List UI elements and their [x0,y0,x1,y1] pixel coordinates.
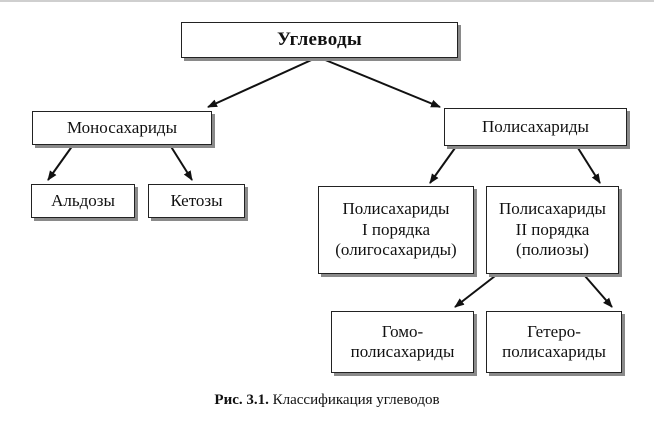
node-carbohydrates: Углеводы [181,22,458,58]
arrow-root-to-poly [317,56,441,108]
node-ketoses: Кетозы [148,184,245,218]
figure-caption: Рис. 3.1. Классификация углеводов [0,392,654,409]
node-polysaccharides-order-2: Полисахариды II порядка (полиозы) [486,186,619,274]
node-polysaccharides: Полисахариды [444,108,627,146]
arrow-mono-to-ketoses [169,144,193,181]
arrow-poly2-to-hetero [584,275,613,308]
scan-edge-line [0,0,654,2]
arrow-poly2-to-homo [454,275,496,308]
arrow-mono-to-aldoses [47,144,74,181]
figure-caption-text: Классификация углеводов [268,392,440,408]
node-polysaccharides-order-1: Полисахариды I порядка (олигосахариды) [318,186,474,274]
figure-caption-label: Рис. 3.1. [214,392,269,408]
node-aldoses: Альдозы [31,184,135,218]
arrow-poly-to-poly1 [429,147,456,184]
node-monosaccharides: Моносахариды [32,111,212,145]
arrow-poly-to-poly2 [577,147,601,184]
node-heteropolysaccharides: Гетеро- полисахариды [486,311,622,373]
node-homopolysaccharides: Гомо- полисахариды [331,311,474,373]
arrow-root-to-mono [207,56,319,108]
